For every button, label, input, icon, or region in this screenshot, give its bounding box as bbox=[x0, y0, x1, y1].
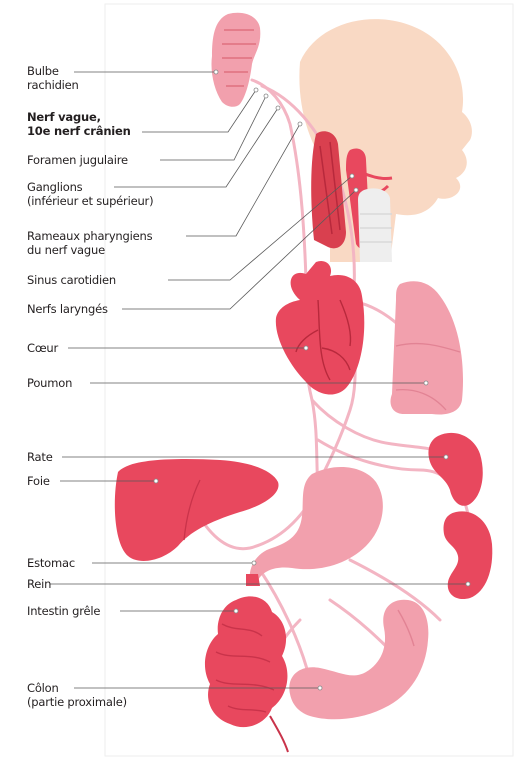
label-line: Estomac bbox=[27, 556, 75, 570]
label-bulbe-rachidien: Bulbe rachidien bbox=[27, 64, 79, 92]
label-line: Rein bbox=[27, 577, 51, 591]
label-line: Intestin grêle bbox=[27, 604, 100, 618]
label-line: Rameaux pharyngiens bbox=[27, 229, 152, 243]
label-nerf-vague: Nerf vague, 10e nerf crânien bbox=[27, 110, 131, 138]
label-line: Foramen jugulaire bbox=[27, 153, 128, 167]
label-line: rachidien bbox=[27, 78, 79, 92]
label-colon: Côlon (partie proximale) bbox=[27, 681, 127, 709]
label-sinus-carotidien: Sinus carotidien bbox=[27, 273, 116, 287]
label-foie: Foie bbox=[27, 474, 50, 488]
label-poumon: Poumon bbox=[27, 376, 72, 390]
label-line: (inférieur et supérieur) bbox=[27, 194, 153, 208]
label-line: Ganglions bbox=[27, 180, 153, 194]
label-line: Côlon bbox=[27, 681, 127, 695]
label-line: 10e nerf crânien bbox=[27, 124, 131, 138]
larynx-trachea bbox=[358, 188, 392, 262]
label-ganglions: Ganglions (inférieur et supérieur) bbox=[27, 180, 153, 208]
label-line: Bulbe bbox=[27, 64, 79, 78]
label-line: Sinus carotidien bbox=[27, 273, 116, 287]
label-estomac: Estomac bbox=[27, 556, 75, 570]
label-rameaux-pharyngiens: Rameaux pharyngiens du nerf vague bbox=[27, 229, 152, 257]
label-coeur: Cœur bbox=[27, 341, 58, 355]
label-line: Foie bbox=[27, 474, 50, 488]
label-line: Poumon bbox=[27, 376, 72, 390]
label-line: Nerfs laryngés bbox=[27, 302, 108, 316]
label-nerfs-larynges: Nerfs laryngés bbox=[27, 302, 108, 316]
label-foramen-jugulaire: Foramen jugulaire bbox=[27, 153, 128, 167]
label-intestin-grele: Intestin grêle bbox=[27, 604, 100, 618]
label-rate: Rate bbox=[27, 450, 53, 464]
label-line: du nerf vague bbox=[27, 243, 152, 257]
label-line: Nerf vague, bbox=[27, 110, 131, 124]
label-rein: Rein bbox=[27, 577, 51, 591]
label-line: Rate bbox=[27, 450, 53, 464]
label-line: (partie proximale) bbox=[27, 695, 127, 709]
label-line: Cœur bbox=[27, 341, 58, 355]
